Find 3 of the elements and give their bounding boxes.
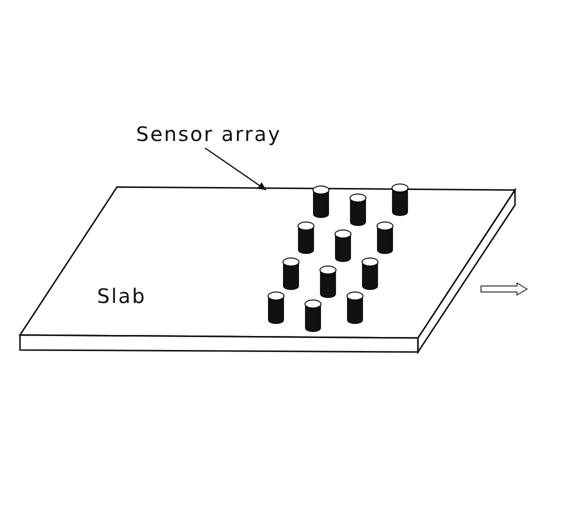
leader-line	[204, 148, 266, 190]
callout-label: Sensor array	[136, 122, 282, 146]
part-label: Slab	[97, 284, 146, 308]
